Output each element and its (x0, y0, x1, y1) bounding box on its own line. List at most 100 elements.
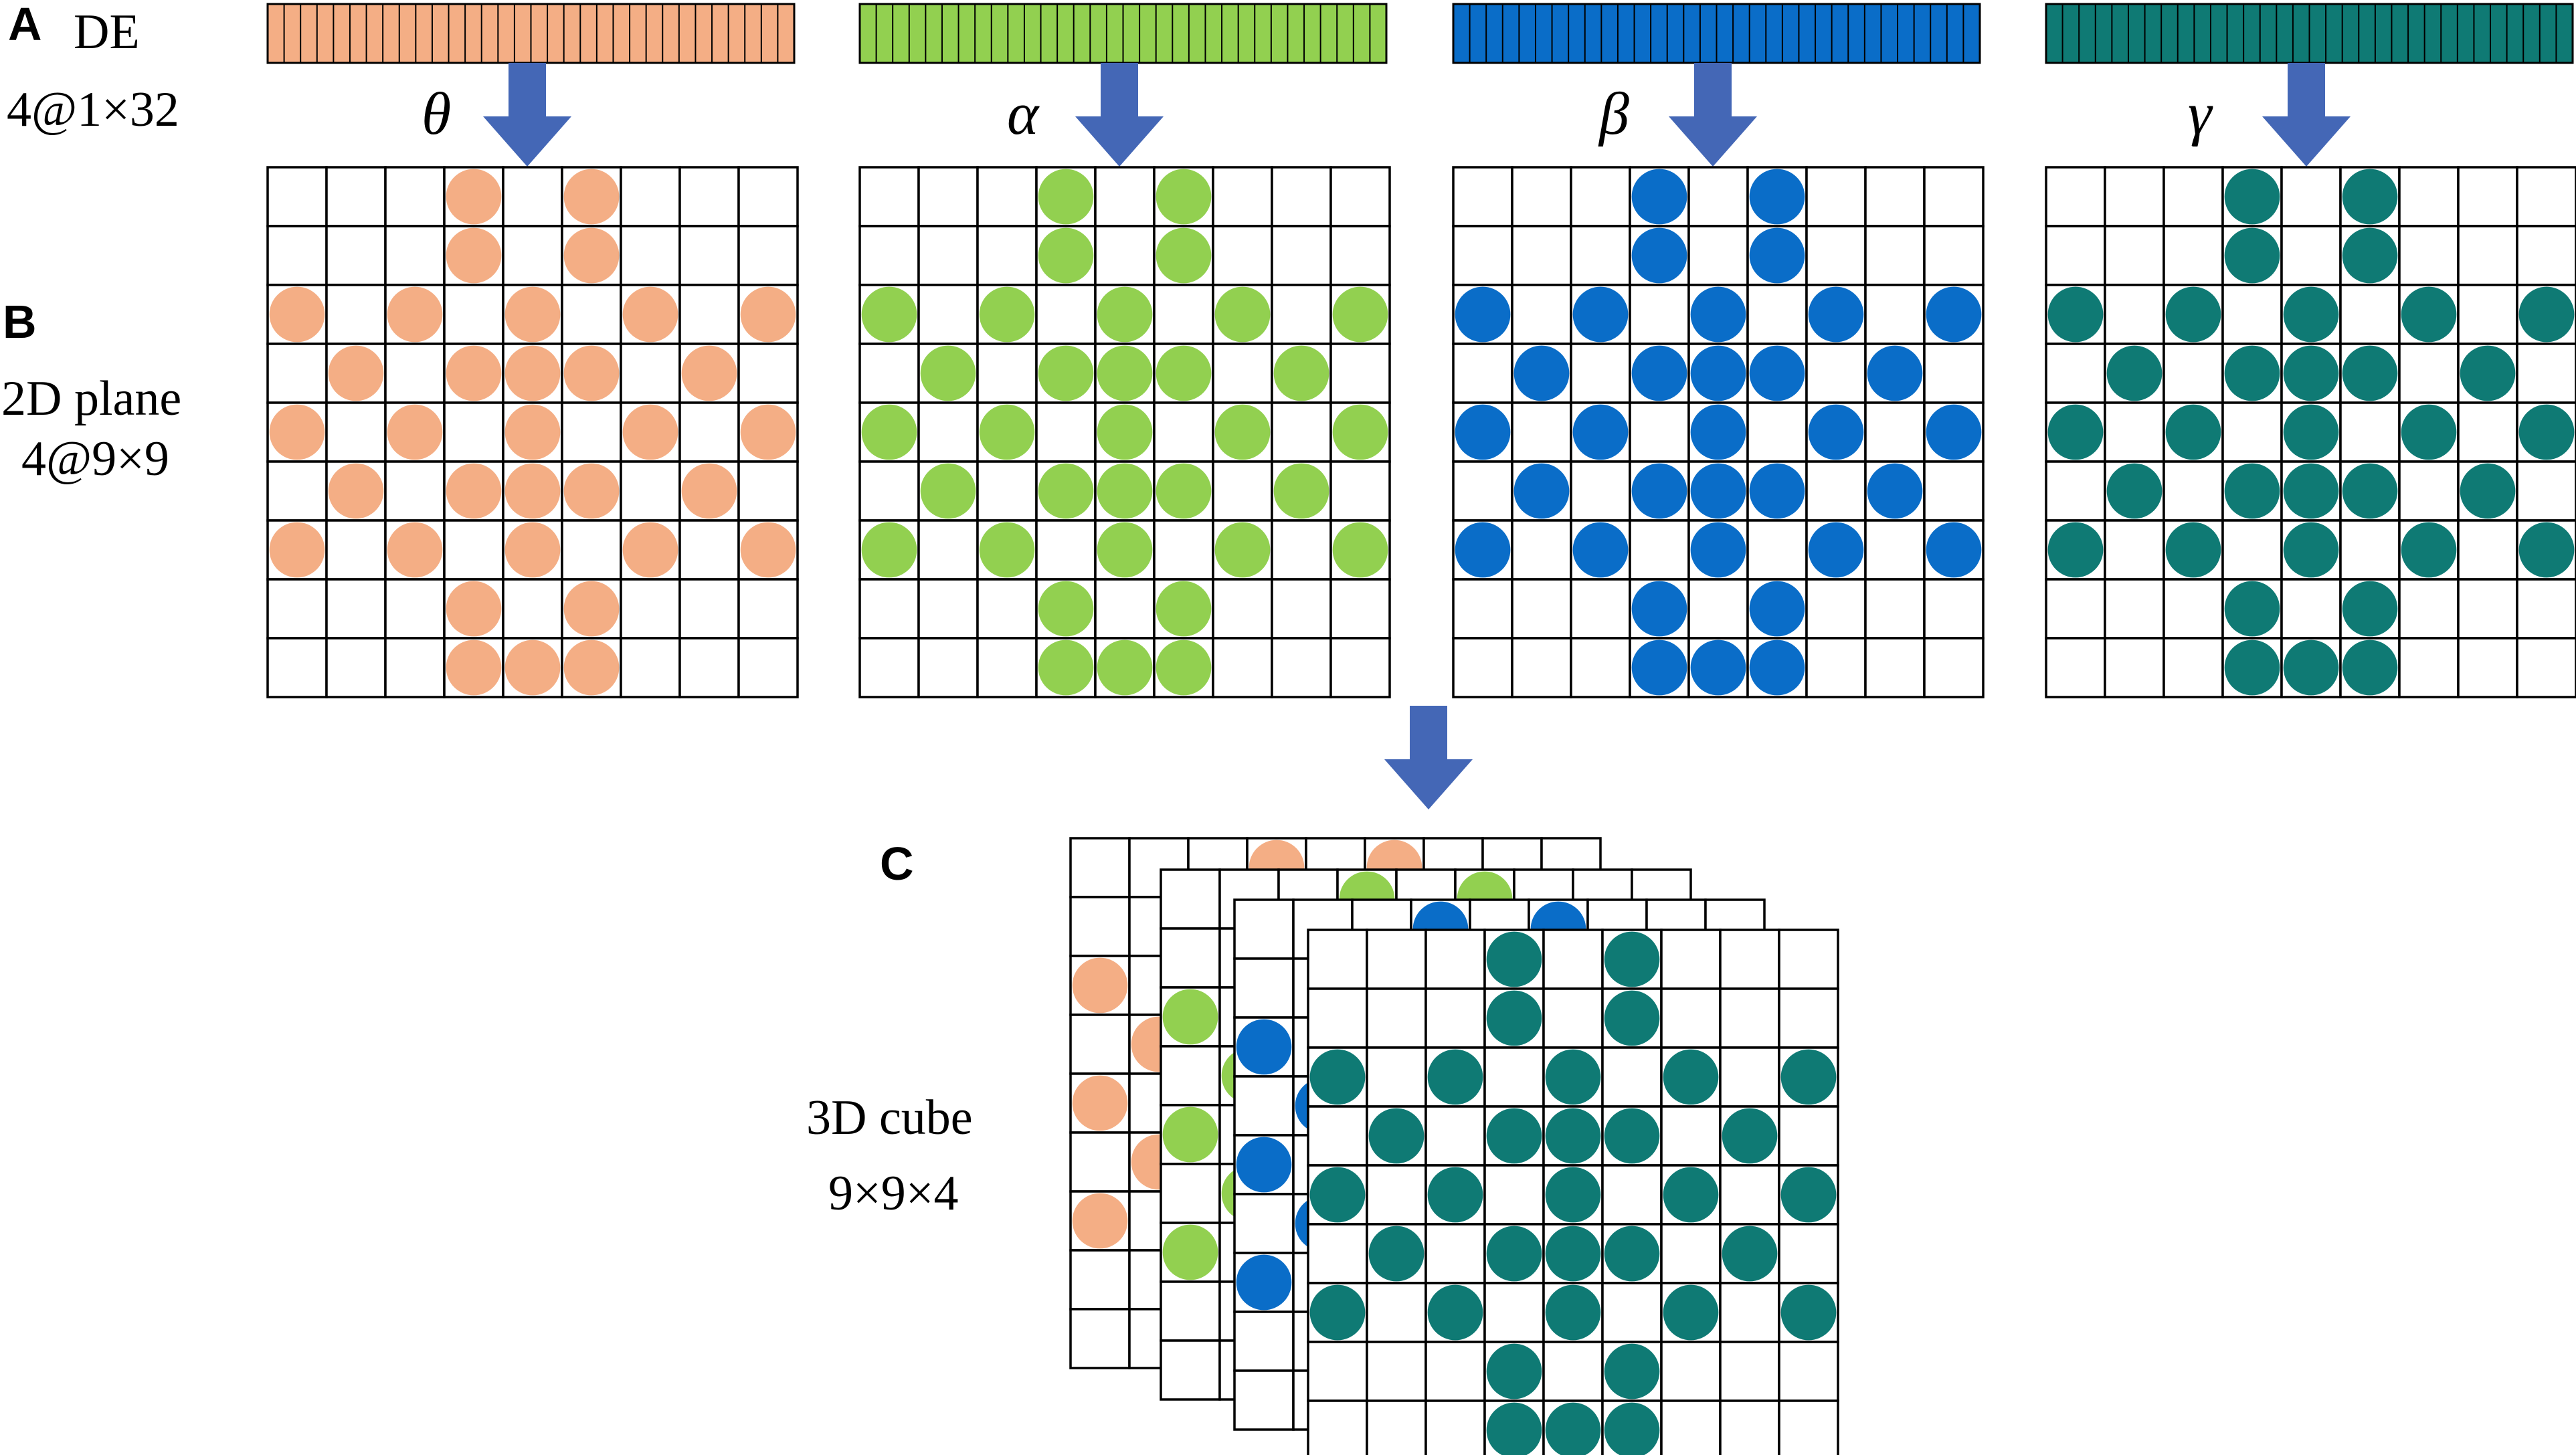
electrode-dot (1236, 1254, 1292, 1311)
electrode-dot (2047, 286, 2104, 343)
electrode-dot (269, 286, 325, 343)
grid-cell (678, 578, 740, 640)
electrode-dot (979, 404, 1035, 460)
electrode-dot (2283, 404, 2339, 460)
electrode-dot (387, 286, 443, 343)
grid-cell (678, 637, 740, 698)
grid-cell (1366, 987, 1427, 1049)
electrode-dot (328, 463, 384, 519)
grid-cell (1719, 1282, 1780, 1343)
grid-cell (1069, 896, 1131, 957)
grid-cell (2104, 166, 2165, 227)
grid-cell (443, 284, 504, 345)
grid-cell (1923, 166, 1985, 227)
electrode-dot (1156, 581, 1212, 637)
grid-cell (1511, 225, 1572, 286)
electrode-dot (2047, 404, 2104, 460)
electrode-dot (446, 581, 502, 637)
feature-bar (1452, 3, 1981, 64)
electrode-dot (446, 227, 502, 284)
electrode-dot (2106, 345, 2163, 401)
grid-cell (1660, 1105, 1722, 1167)
electrode-dot (2224, 581, 2280, 637)
electrode-dot (1427, 1167, 1483, 1223)
grid-cell (858, 225, 920, 286)
grid-cell (2104, 225, 2165, 286)
electrode-dot (622, 404, 678, 460)
grid-cell (2045, 166, 2106, 227)
grid-cell (1424, 987, 1486, 1049)
panel-c-subtitle: 9×9×4 (828, 1166, 958, 1221)
electrode-dot (1038, 227, 1094, 284)
grid-cell (737, 637, 799, 698)
feature-bar (266, 3, 796, 64)
grid-cell (384, 166, 446, 227)
grid-cell (1212, 225, 1273, 286)
grid-cell (1160, 1163, 1221, 1224)
grid-cell (620, 166, 681, 227)
grid-cell (2045, 460, 2106, 522)
grid-cell (2045, 225, 2106, 286)
electrode-dot (504, 463, 561, 519)
grid-cell (1570, 637, 1631, 698)
electrode-dot (681, 463, 737, 519)
panel-b-letter: B (3, 296, 37, 348)
grid-cell (1233, 1193, 1295, 1254)
electrode-dot (1749, 640, 1805, 696)
grid-cell (325, 401, 387, 463)
grid-cell (1923, 578, 1985, 640)
grid-cell (1511, 401, 1572, 463)
grid-cell (2104, 637, 2165, 698)
electrode-dot (2401, 522, 2457, 578)
grid-cell (1778, 1399, 1839, 1455)
electrode-dot (2460, 345, 2516, 401)
electrode-dot (1455, 522, 1511, 578)
electrode-dot (2165, 286, 2221, 343)
electrode-dot (1604, 1343, 1660, 1399)
panel-a-title: DE (74, 5, 140, 60)
grid-cell (1452, 578, 1513, 640)
grid-cell (1366, 929, 1427, 990)
electrode-dot (1604, 931, 1660, 987)
grid-cell (678, 166, 740, 227)
electrode-dot (504, 522, 561, 578)
grid-cell (1160, 1339, 1221, 1401)
grid-cell (1660, 1399, 1722, 1455)
feature-bar (858, 3, 1388, 64)
electrode-dot (1309, 1167, 1366, 1223)
grid-cell (737, 166, 799, 227)
band-symbol: γ (2188, 81, 2213, 147)
grid-cell (1864, 578, 1926, 640)
electrode-dot (1604, 1108, 1660, 1164)
grid-cell (2163, 343, 2224, 404)
grid-cell (325, 519, 387, 581)
grid-cell (1805, 166, 1867, 227)
grid-cell (2280, 166, 2342, 227)
electrode-dot (1545, 1226, 1601, 1282)
grid-cell (1483, 1164, 1545, 1226)
band-feature-bars (266, 3, 2574, 64)
down-arrow (1075, 63, 1164, 167)
grid-cell (266, 225, 328, 286)
electrode-dot (1749, 227, 1805, 284)
electrode-dot (504, 345, 561, 401)
grid-cell (325, 637, 387, 698)
grid-cell (2280, 225, 2342, 286)
grid-cell (1601, 1046, 1663, 1108)
grid-cell (2457, 284, 2518, 345)
electrode-dot (1368, 1108, 1424, 1164)
electrode-dot (622, 286, 678, 343)
electrode-dot (1486, 1343, 1542, 1399)
electrode-dot (2047, 522, 2104, 578)
electrode-dot (1545, 1402, 1601, 1455)
grid-cell (1542, 929, 1604, 990)
grid-cell (1778, 1223, 1839, 1284)
grid-cell (1329, 578, 1391, 640)
grid-cell (976, 343, 1038, 404)
grid-cell (2516, 578, 2576, 640)
electrode-dot (1072, 1075, 1128, 1131)
electrode-dot (563, 581, 620, 637)
grid-cell (1366, 1164, 1427, 1226)
band-symbol: β (1598, 81, 1629, 147)
